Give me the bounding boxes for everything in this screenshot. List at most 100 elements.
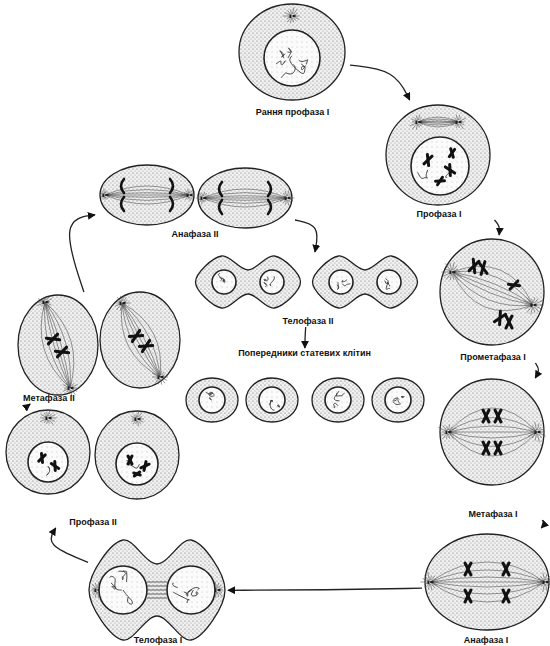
aster-ray <box>63 389 68 391</box>
spindle-fiber <box>452 272 533 311</box>
stage-illustration <box>437 235 549 363</box>
aster-ray <box>40 418 46 419</box>
aster-ray <box>458 124 460 128</box>
chromatid <box>449 149 454 158</box>
chromatid <box>170 197 173 211</box>
chromatid <box>465 563 471 575</box>
cell-body <box>6 410 90 494</box>
aster-ray <box>459 124 463 129</box>
aster-ray <box>451 123 457 126</box>
cell-drawing <box>440 239 544 345</box>
spindle-fiber <box>122 303 160 377</box>
cell-body <box>198 168 292 228</box>
aster-ray <box>442 432 446 433</box>
centriole <box>204 197 207 199</box>
aster-ray <box>95 592 96 598</box>
stage-arrow <box>535 363 538 378</box>
cell-drawing <box>386 105 490 205</box>
chromatin <box>209 392 215 396</box>
chromatin <box>173 583 178 588</box>
cell-drawing <box>99 165 294 228</box>
spindle-fiber <box>448 408 537 432</box>
spindle-fiber <box>105 195 189 196</box>
centriole <box>106 194 109 196</box>
cell-drawing <box>420 534 550 630</box>
aster-ray <box>49 420 53 425</box>
stage-label: Анафаза I <box>422 635 550 646</box>
cell-body <box>312 378 364 422</box>
stage-label: Анафаза II <box>95 229 295 240</box>
chromatin <box>46 466 49 475</box>
aster-ray <box>120 305 121 311</box>
aster-ray <box>204 200 206 202</box>
cell-body <box>440 379 544 485</box>
chromosome <box>508 281 519 289</box>
aster-ray <box>428 584 429 590</box>
aster-ray <box>431 584 435 589</box>
midbody-fiber <box>147 586 167 587</box>
centriole <box>123 302 126 304</box>
spindle-fiber <box>452 272 533 305</box>
chromatid <box>139 340 152 351</box>
chromatid <box>503 590 509 602</box>
chromosome <box>139 340 152 351</box>
aster-ray <box>287 200 288 205</box>
spindle-fiber <box>418 119 458 122</box>
cell-drawing <box>196 256 418 308</box>
nucleus <box>264 30 320 86</box>
spindle-fiber <box>448 418 537 432</box>
chromatid <box>219 200 222 214</box>
stage-node: Прометафаза I <box>437 235 549 363</box>
aster-ray <box>135 421 137 424</box>
aster-ray <box>123 305 126 308</box>
aster-ray <box>133 415 135 418</box>
chromosome <box>503 563 509 575</box>
spindle-fiber <box>430 562 545 582</box>
stage-arrow <box>295 220 317 252</box>
aster-ray <box>66 383 69 386</box>
centriole <box>138 418 141 420</box>
centriole <box>431 581 434 583</box>
aster-ray <box>181 195 187 196</box>
chromosome <box>483 442 489 454</box>
chromatid <box>424 154 432 165</box>
aster-ray <box>161 379 165 384</box>
aster-ray <box>105 197 107 200</box>
chromatid <box>503 563 509 575</box>
aster-ray <box>449 434 454 440</box>
chromatid <box>508 281 519 289</box>
nucleus <box>329 270 353 294</box>
chromatin <box>186 588 199 595</box>
aster-ray <box>203 192 204 196</box>
spindle-fiber <box>448 426 537 432</box>
spindle-fiber <box>448 432 537 438</box>
aster-ray <box>45 296 47 300</box>
centriole <box>450 271 452 275</box>
chromosome <box>128 456 132 464</box>
chromatid <box>483 442 489 454</box>
aster-ray <box>541 584 544 587</box>
stage-node: Телофаза II <box>192 252 424 327</box>
aster-ray <box>44 413 47 416</box>
cell-body <box>89 540 225 640</box>
spindle-fiber <box>122 303 160 377</box>
chromatid <box>129 330 142 341</box>
chromatin <box>386 282 390 289</box>
stage-label: Метафаза I <box>437 509 549 520</box>
aster-ray <box>292 18 293 22</box>
chromatid <box>51 462 58 471</box>
stage-illustration <box>3 410 183 528</box>
aster-ray <box>454 269 458 271</box>
chromatid <box>445 164 454 175</box>
nucleus <box>411 137 469 195</box>
centriole <box>103 194 105 198</box>
aster-ray <box>104 189 105 193</box>
chromatid <box>121 197 124 211</box>
chromatid <box>134 472 140 476</box>
chromatid <box>436 177 445 184</box>
chromatid <box>268 200 271 214</box>
aster-ray <box>123 297 126 301</box>
stage-label: Профаза II <box>3 517 183 528</box>
aster-ray <box>38 302 43 303</box>
aster-ray <box>428 572 430 580</box>
